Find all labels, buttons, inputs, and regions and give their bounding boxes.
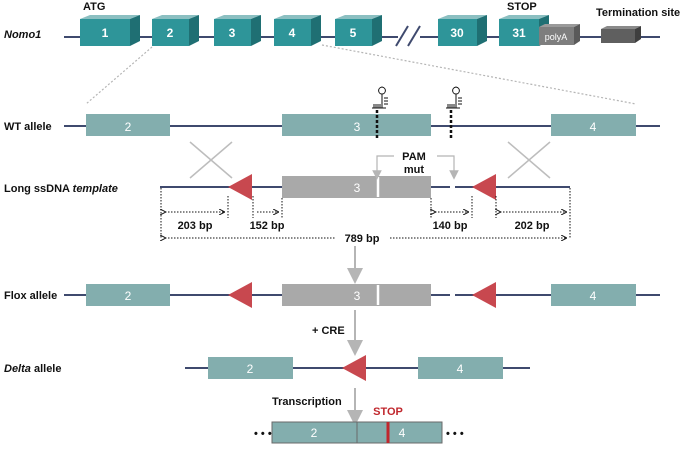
recombination-cross-left	[189, 141, 233, 179]
pam-arrow-right	[437, 155, 459, 180]
template-label: Long ssDNA template	[4, 183, 118, 195]
termination-site-box	[601, 26, 641, 43]
svg-text:2: 2	[247, 362, 254, 376]
guide-rna-icon	[372, 86, 388, 109]
pam-mut-label-2: mut	[404, 164, 425, 176]
wt-allele-label: WT allele	[4, 121, 52, 133]
wt-exon-4	[551, 114, 636, 136]
pam-arrow-left	[372, 155, 394, 180]
pam-mut-label-1: PAM	[402, 151, 426, 163]
cre-label: + CRE	[312, 325, 345, 337]
gene-exon-3: 3	[214, 15, 261, 46]
flox-loxp-right	[472, 282, 496, 308]
transcript-stop-label: STOP	[373, 406, 403, 418]
transcript-row: STOP • • • 2 4 • • •	[254, 406, 464, 444]
svg-text:polyA: polyA	[545, 32, 568, 42]
atg-label: ATG	[83, 1, 105, 13]
svg-text:4: 4	[590, 120, 597, 134]
svg-text:30: 30	[450, 26, 464, 40]
transcript-exon-4	[356, 421, 443, 444]
delta-exon-2	[208, 357, 293, 379]
svg-text:4: 4	[457, 362, 464, 376]
wt-exon-3	[282, 114, 431, 136]
recombination-cross-right	[507, 141, 551, 179]
svg-text:4: 4	[590, 289, 597, 303]
template-exon-3	[282, 176, 431, 198]
flox-allele-label: Flox allele	[4, 290, 57, 302]
flox-exon-4	[551, 284, 636, 306]
flox-allele-row: Flox allele 2 3 4	[4, 282, 660, 308]
polya-box: polyA	[539, 24, 580, 45]
svg-text:3: 3	[354, 120, 361, 134]
flox-loxp-left	[228, 282, 252, 308]
delta-exon-4	[418, 357, 503, 379]
termination-site-label: Termination site	[596, 7, 680, 19]
ellipsis-left: • • •	[254, 428, 272, 440]
gene-exon-30: 30	[438, 15, 487, 46]
delta-loxp	[342, 355, 366, 381]
loxp-site-left	[228, 174, 252, 200]
gene-exon-1: 1	[80, 15, 140, 46]
break-mark	[395, 25, 409, 47]
zoom-line-left	[85, 46, 153, 105]
svg-text:3: 3	[354, 181, 361, 195]
gene-exon-5: 5	[335, 15, 382, 46]
svg-text:5: 5	[350, 26, 357, 40]
gene-name-label: Nomo1	[4, 29, 41, 41]
svg-text:31: 31	[512, 26, 526, 40]
dim-152-label: 152 bp	[250, 220, 285, 232]
gene-exon-2: 2	[152, 15, 199, 46]
transcription-label: Transcription	[272, 396, 342, 408]
svg-text:2: 2	[125, 289, 132, 303]
guide-rna-icon	[446, 86, 462, 109]
dim-202-label: 202 bp	[515, 220, 550, 232]
gene-exon-4: 4	[274, 15, 321, 46]
flox-exon-2	[86, 284, 170, 306]
wt-exon-2	[86, 114, 170, 136]
svg-text:4: 4	[289, 26, 296, 40]
template-row: Long ssDNA template 3 PAM mut	[4, 151, 571, 245]
break-mark	[407, 25, 421, 47]
svg-text:2: 2	[167, 26, 174, 40]
flox-exon-3	[282, 284, 431, 306]
dim-203-label: 203 bp	[178, 220, 213, 232]
dim-789-label: 789 bp	[345, 233, 380, 245]
svg-text:1: 1	[102, 26, 109, 40]
delta-allele-label: Delta allele	[4, 363, 61, 375]
dim-140-label: 140 bp	[433, 220, 468, 232]
stop-label: STOP	[507, 1, 537, 13]
svg-text:4: 4	[399, 426, 406, 440]
svg-text:2: 2	[125, 120, 132, 134]
svg-text:3: 3	[354, 289, 361, 303]
zoom-line-right	[321, 44, 637, 105]
loxp-site-right	[472, 174, 496, 200]
ellipsis-right: • • •	[446, 428, 464, 440]
gene-row: Nomo1 ATG STOP Termination site 1 2 3	[4, 1, 680, 47]
svg-text:3: 3	[229, 26, 236, 40]
delta-allele-row: Delta allele 2 4	[4, 355, 530, 381]
svg-text:2: 2	[311, 426, 318, 440]
wt-allele-row: WT allele 2 3 4	[4, 86, 660, 140]
